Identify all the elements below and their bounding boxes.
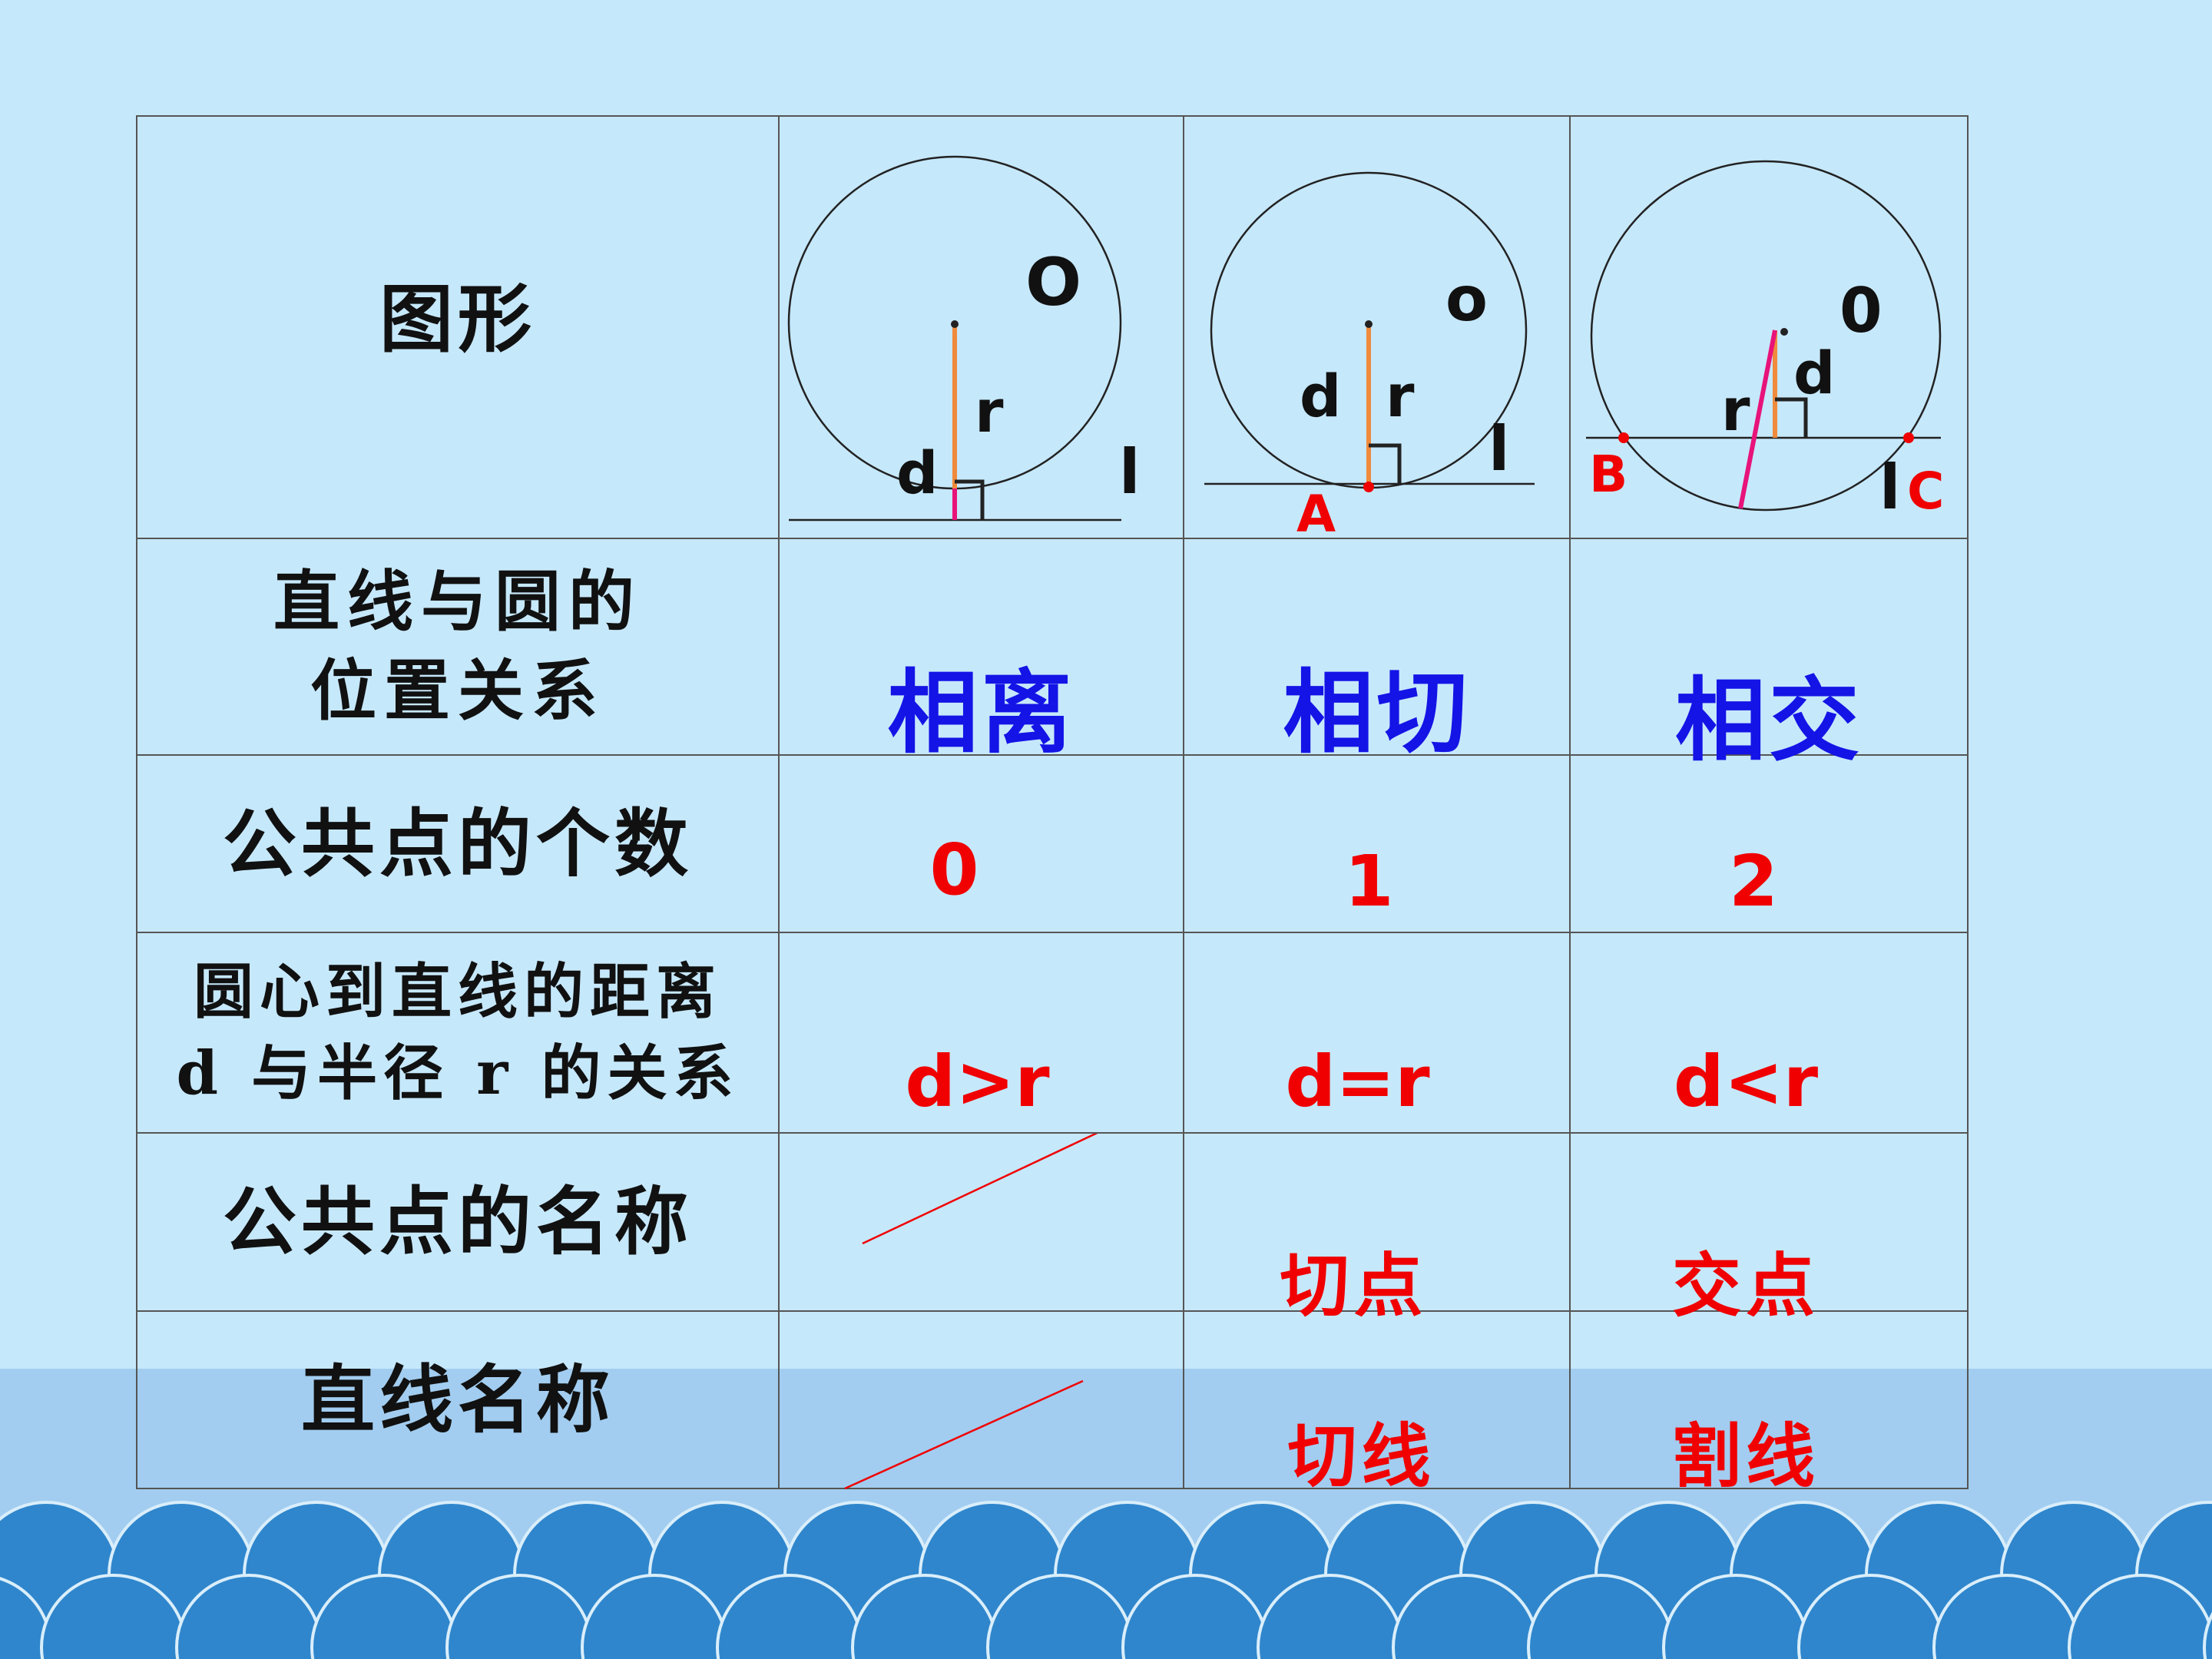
empty-slash: [862, 1134, 1098, 1245]
label-center: O: [1025, 244, 1081, 321]
cell-distance-tangent: d=r: [1183, 932, 1571, 1134]
intersection-point-c: [1903, 432, 1914, 443]
label-center: o: [1445, 263, 1488, 335]
header-relation: 直线与圆的 位置关系: [136, 538, 780, 756]
header-text: 图形: [379, 276, 536, 363]
wave-scallop: [2203, 1611, 2212, 1659]
distance-separate: d>r: [905, 1041, 1050, 1123]
cell-relation-tangent: 相切: [1183, 538, 1571, 766]
figure-separate: O r d l: [778, 115, 1184, 539]
cell-distance-separate: d>r: [778, 932, 1184, 1134]
count-tangent: 1: [1344, 840, 1394, 922]
header-line-1: 直线与圆的: [273, 562, 642, 641]
relation-separate: 相离: [887, 659, 1075, 766]
count-separate: 0: [929, 829, 979, 911]
line-name-tangent: 切线: [1287, 1416, 1435, 1497]
center-point: [1780, 328, 1788, 336]
wave-decoration: [0, 1501, 2212, 1659]
cell-distance-intersect: d<r: [1569, 932, 1969, 1134]
cell-line-name-separate: [778, 1310, 1184, 1489]
label-line: l: [1488, 413, 1509, 485]
right-angle-mark: [1775, 397, 1808, 438]
label-center: 0: [1839, 275, 1883, 346]
cell-point-name-separate: [778, 1132, 1184, 1312]
cell-relation-separate: 相离: [778, 538, 1184, 766]
label-radius: r: [1721, 376, 1750, 444]
header-line-1: 圆心到直线的距离: [193, 957, 722, 1028]
center-point: [951, 320, 959, 328]
tangent-point: [1363, 482, 1374, 492]
header-point-name: 公共点的名称: [136, 1132, 780, 1312]
row-count: 公共点的个数 0 1 2: [136, 754, 1969, 933]
right-angle-mark: [955, 479, 985, 520]
row-point-name: 公共点的名称 切点 交点: [136, 1132, 1969, 1326]
header-line-2: 位置关系: [310, 652, 605, 730]
row-figures: 图形 O r d l: [136, 115, 1969, 539]
header-text: 公共点的个数: [223, 800, 693, 887]
circle-line-relation-table: 图形 O r d l: [136, 115, 1969, 1497]
header-figure: 图形: [136, 115, 780, 539]
header-count: 公共点的个数: [136, 754, 780, 933]
row-distance: 圆心到直线的距离 d 与半径 r 的关系 d>r d=r d<r: [136, 932, 1969, 1134]
header-text: 直线名称: [301, 1356, 614, 1443]
figure-tangent: o r d l A: [1183, 115, 1571, 539]
wave-scallop: [2068, 1574, 2212, 1659]
line-name-intersect: 割线: [1672, 1416, 1820, 1497]
cell-count-intersect: 2: [1569, 754, 1969, 933]
center-point: [1365, 320, 1373, 328]
cell-point-name-intersect: 交点: [1569, 1132, 1969, 1326]
label-line: l: [1879, 452, 1900, 523]
figure-intersect: 0 r d l B C: [1569, 115, 1969, 539]
row-relation: 直线与圆的 位置关系 相离 相切 相交: [136, 538, 1969, 773]
count-intersect: 2: [1728, 840, 1778, 922]
header-text: 公共点的名称: [223, 1178, 693, 1266]
cell-line-name-intersect: 割线: [1569, 1310, 1969, 1497]
relation-tangent: 相切: [1283, 659, 1471, 766]
separate-diagram: O r d l: [787, 155, 1140, 522]
header-distance: 圆心到直线的距离 d 与半径 r 的关系: [136, 932, 780, 1134]
label-distance: d: [1793, 339, 1835, 407]
cell-count-tangent: 1: [1183, 754, 1571, 933]
circle: [1590, 160, 1942, 512]
label-point-a: A: [1296, 485, 1336, 539]
label-distance: d: [1300, 362, 1341, 430]
cell-relation-intersect: 相交: [1569, 538, 1969, 773]
radius-segment: [1738, 329, 1777, 509]
empty-slash: [844, 1379, 1084, 1489]
label-radius: r: [1386, 362, 1415, 430]
label-point-c: C: [1907, 462, 1944, 521]
label-distance: d: [896, 439, 938, 507]
header-line-name: 直线名称: [136, 1310, 780, 1489]
label-line: l: [1119, 436, 1140, 508]
label-radius: r: [975, 377, 1004, 445]
intersect-diagram: 0 r d l B C: [1586, 160, 1944, 523]
cell-count-separate: 0: [778, 754, 1184, 933]
right-angle-mark: [1369, 443, 1402, 484]
distance-tangent: d=r: [1285, 1041, 1430, 1123]
intersection-point-b: [1618, 432, 1629, 443]
row-line-name: 直线名称 切线 割线: [136, 1310, 1969, 1497]
cell-point-name-tangent: 切点: [1183, 1132, 1571, 1326]
tangent-diagram: o r d l A: [1204, 171, 1535, 539]
label-point-b: B: [1589, 445, 1628, 504]
distance-intersect: d<r: [1673, 1041, 1819, 1123]
header-line-2: d 与半径 r 的关系: [176, 1038, 740, 1108]
cell-line-name-tangent: 切线: [1183, 1310, 1571, 1497]
